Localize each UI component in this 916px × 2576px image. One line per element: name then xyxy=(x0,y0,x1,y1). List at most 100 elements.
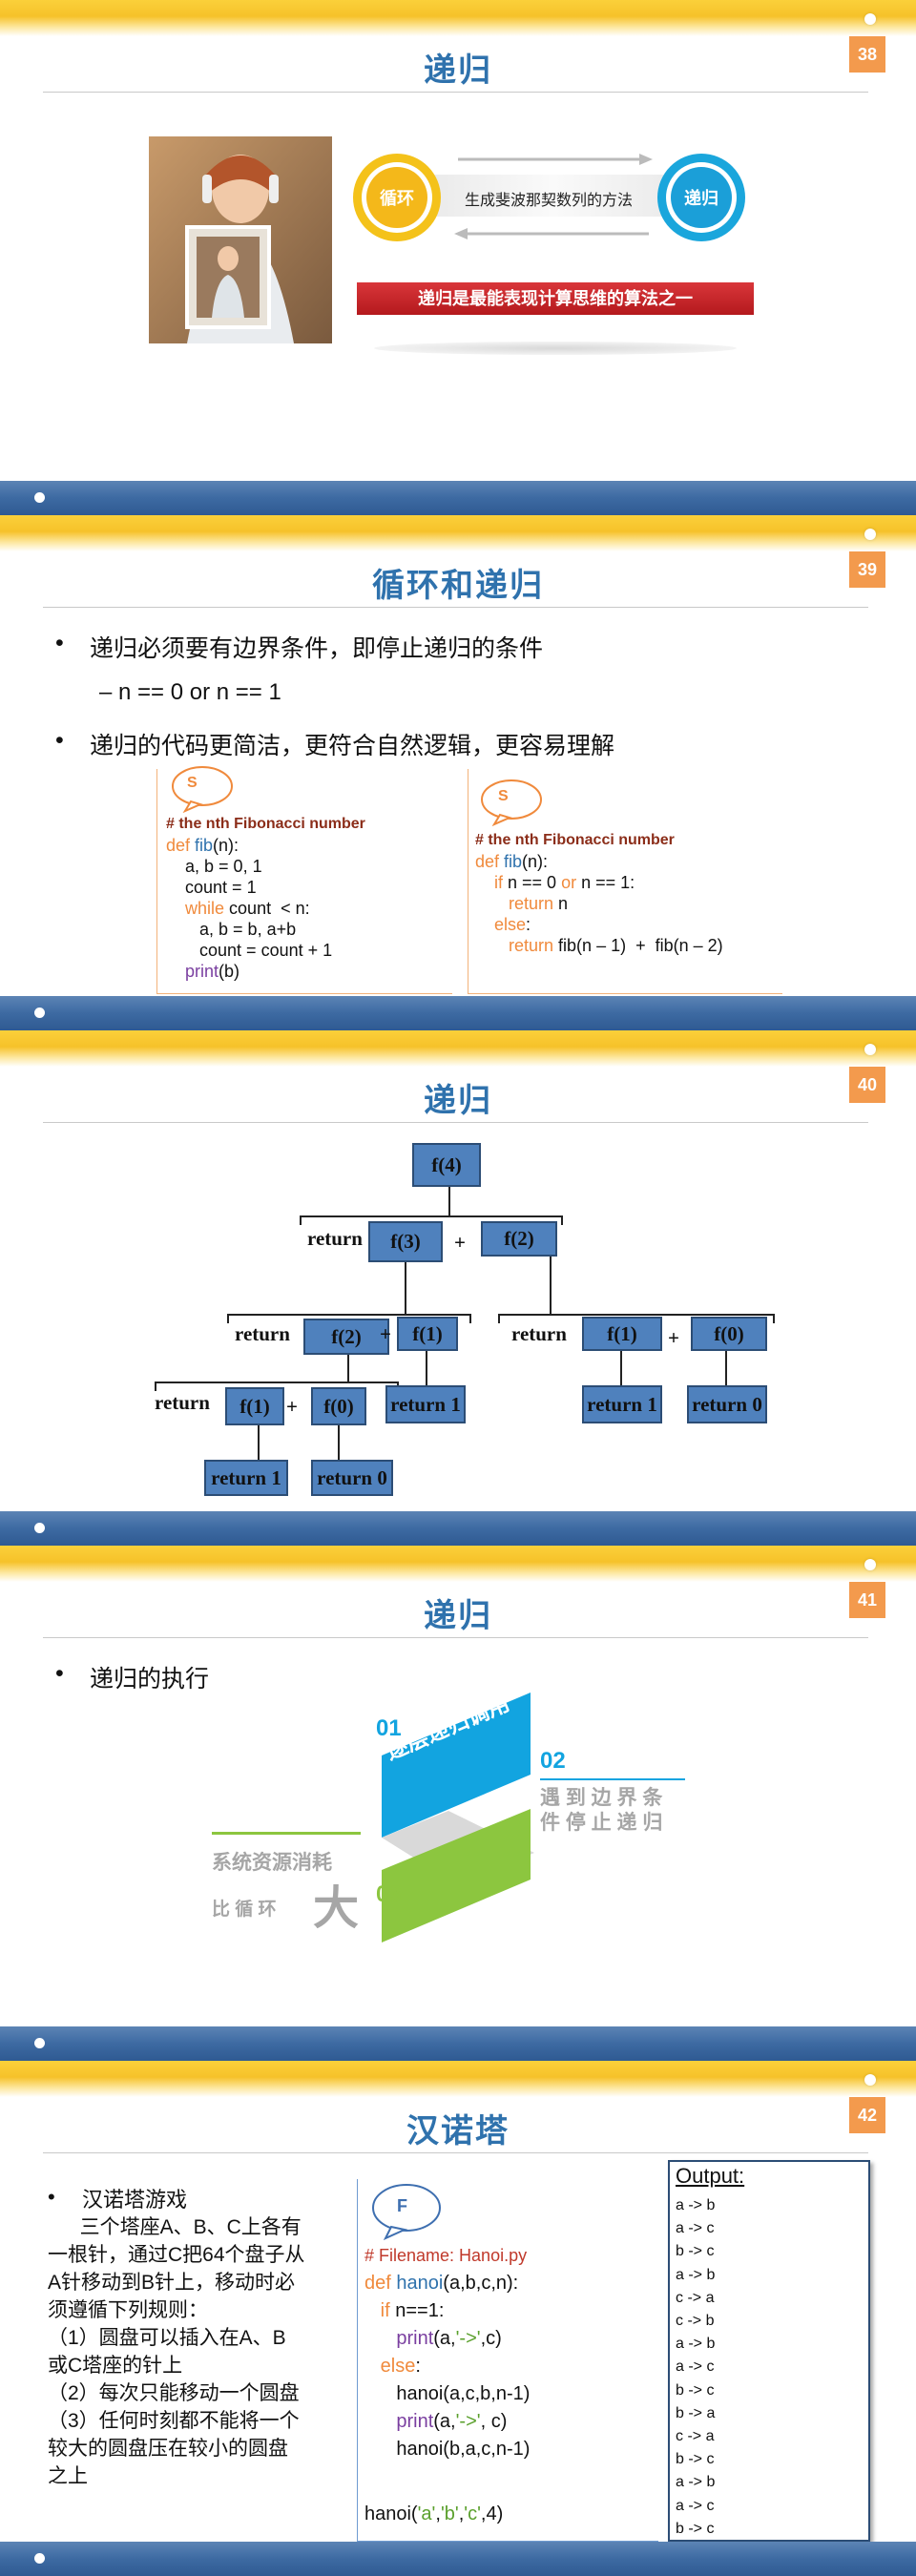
plus-sign: + xyxy=(286,1395,298,1418)
code-text: ,c) xyxy=(480,2328,502,2349)
connector xyxy=(620,1351,622,1385)
code-text: count < n: xyxy=(224,899,310,918)
connector xyxy=(155,1381,399,1383)
speech-bubble-icon xyxy=(372,2184,441,2241)
code-text: count = count + 1 xyxy=(199,941,333,960)
node-f0: f(0) xyxy=(691,1317,767,1351)
connector xyxy=(498,1314,500,1323)
code-text: hanoi( xyxy=(364,2503,418,2524)
code-text: n == 1: xyxy=(576,873,635,892)
rule-line: （3）任何时刻都不能将一个 xyxy=(48,2410,300,2432)
kw: print xyxy=(396,2411,434,2432)
bar-dot xyxy=(34,2553,45,2564)
connector xyxy=(469,1314,471,1323)
connector xyxy=(300,1215,302,1225)
title-rule xyxy=(43,2152,868,2153)
hanoi-call: hanoi('a','b','c',4) xyxy=(364,2503,503,2524)
bar-dot xyxy=(34,492,45,503)
slide-40: 递归 40 f(4) return f(3) + f(2) return f(2… xyxy=(0,1030,916,1546)
page-number: 38 xyxy=(849,36,885,73)
connector xyxy=(773,1314,775,1323)
code-text: hanoi(a,c,b,n-1) xyxy=(396,2383,531,2404)
code-text: a, b = 0, 1 xyxy=(185,857,262,876)
rule-line: 较大的圆盘压在较小的圆盘 xyxy=(48,2438,288,2460)
code-string: 'a' xyxy=(417,2503,436,2524)
return-0-box: return 0 xyxy=(687,1385,767,1423)
kw: if xyxy=(494,873,504,892)
code-text: , xyxy=(435,2503,441,2524)
kw: while xyxy=(185,899,225,918)
output-line: a -> c xyxy=(676,2220,715,2237)
code-text: n==1: xyxy=(389,2300,445,2321)
title-rule xyxy=(43,607,868,608)
slide-title: 递归 xyxy=(424,1083,492,1119)
slide-41: 递归 41 递归的执行 01 逐层递归调用 02 遇 到 边 界 条 件 停 止… xyxy=(0,1546,916,2061)
output-line: c -> a xyxy=(676,2428,715,2445)
top-bar xyxy=(0,1030,916,1067)
code-text: (a, xyxy=(433,2411,456,2432)
kw: if xyxy=(380,2300,390,2321)
bar-dot xyxy=(864,13,876,25)
slide-title: 循环和递归 xyxy=(372,568,544,604)
code-text: , xyxy=(458,2503,465,2524)
kw: else xyxy=(380,2356,416,2377)
bullet-boundary: 递归必须要有边界条件，即停止递归的条件 xyxy=(55,630,543,664)
bubble-letter: F xyxy=(397,2196,407,2215)
output-title: Output: xyxy=(676,2164,745,2188)
bar-dot xyxy=(864,1559,876,1570)
output-line: c -> b xyxy=(676,2313,715,2330)
code-string: '->' xyxy=(455,2411,481,2432)
banner: 递归是最能表现计算思维的算法之一 xyxy=(357,282,754,315)
return-1-box: return 1 xyxy=(582,1385,662,1423)
node-f1: f(1) xyxy=(397,1317,458,1351)
page-number: 41 xyxy=(849,1582,885,1618)
rule-line: （2）每次只能移动一个圆盘 xyxy=(48,2382,300,2404)
step-02-text-1: 遇 到 边 界 条 xyxy=(540,1787,663,1809)
slide-38: 递归 38 xyxy=(0,0,916,515)
output-line: a -> b xyxy=(676,2266,716,2283)
bar-dot xyxy=(34,1523,45,1533)
arrow-text: 生成斐波那契数列的方法 xyxy=(464,193,633,209)
top-bar xyxy=(0,2061,916,2097)
code-string: '->' xyxy=(455,2328,481,2349)
code-text: a, b = b, a+b xyxy=(199,920,297,939)
bubble-letter: S xyxy=(187,775,198,791)
rule-line: （1）圆盘可以插入在A、B xyxy=(48,2327,286,2349)
connector xyxy=(725,1351,727,1385)
step-number: 01 xyxy=(376,1715,402,1741)
loop-code: # the nth Fibonacci number def fib(n): a… xyxy=(166,812,365,982)
hanoi-code: # Filename: Hanoi.py def hanoi(a,b,c,n):… xyxy=(364,2242,530,2463)
recursive-code-panel xyxy=(468,769,782,994)
zigzag-graphic xyxy=(382,1693,534,1942)
code-text: (a, xyxy=(433,2328,456,2349)
bottom-bar xyxy=(0,1511,916,1546)
left-rule xyxy=(212,1832,361,1835)
plus-sign: + xyxy=(668,1326,679,1349)
kw: def xyxy=(364,2273,397,2294)
code-text: (n): xyxy=(213,836,239,855)
node-f1: f(1) xyxy=(582,1317,662,1351)
rule-line: 须遵循下列规则： xyxy=(48,2299,208,2321)
return-label: return xyxy=(307,1227,363,1250)
code-text: n == 0 xyxy=(503,873,562,892)
code-text: : xyxy=(415,2356,421,2377)
output-line: a -> c xyxy=(676,2497,715,2514)
code-text: fib(n – 1) + fib(n – 2) xyxy=(553,936,723,955)
return-1-box: return 1 xyxy=(204,1460,288,1496)
code-text: count = 1 xyxy=(185,878,257,897)
bullet-concise: 递归的代码更简洁，更符合自然逻辑，更容易理解 xyxy=(55,727,614,761)
return-label: return xyxy=(155,1391,210,1414)
code-text: ,4) xyxy=(480,2503,504,2524)
top-bar xyxy=(0,0,916,36)
step-number: 03 xyxy=(376,1881,402,1907)
slide-39: 循环和递归 39 递归必须要有边界条件，即停止递归的条件 – n == 0 or… xyxy=(0,515,916,1030)
slide-title: 递归 xyxy=(424,1598,492,1634)
connector xyxy=(426,1351,427,1385)
bar-dot xyxy=(34,1008,45,1018)
output-line: a -> b xyxy=(676,2336,716,2353)
node-f4: f(4) xyxy=(412,1143,481,1187)
fn-name: hanoi xyxy=(396,2273,444,2294)
kw: print xyxy=(396,2328,434,2349)
resource-text: 系统资源消耗 xyxy=(212,1852,332,1874)
